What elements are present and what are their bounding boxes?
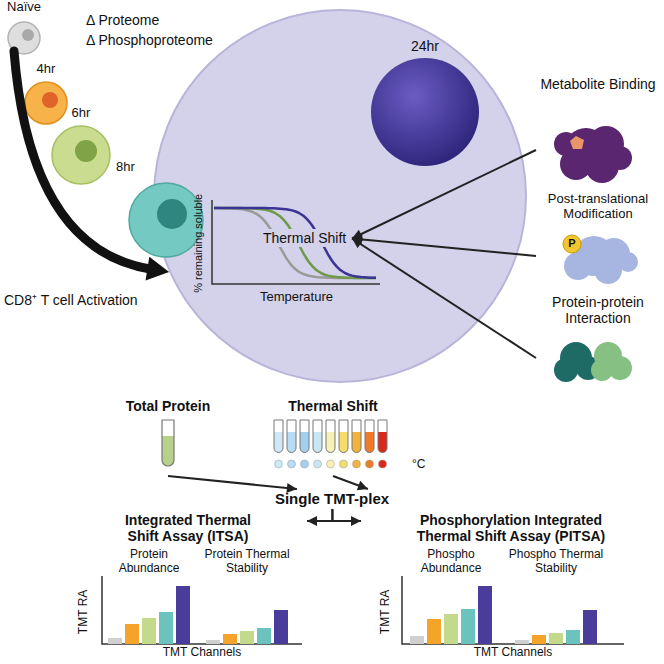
- cell-circle: Naïve: [2, 0, 46, 56]
- node-text: Metabolite Binding: [536, 76, 660, 92]
- node-shape: [258, 418, 408, 474]
- connector-arrow: [352, 234, 536, 256]
- label-text: °C: [412, 458, 425, 472]
- tube-icon: Total Protein: [118, 398, 218, 478]
- node-text: % remaining soluble: [192, 188, 205, 298]
- node-text: Thermal Shift: [258, 398, 408, 414]
- node-text: 6hr: [48, 106, 114, 121]
- connector-arrow: [352, 239, 536, 359]
- node-text: Total Protein: [118, 398, 218, 414]
- connector-arrow: [352, 150, 536, 239]
- node-shape: [152, 8, 528, 384]
- text-box: Single TMT-plex: [275, 490, 390, 508]
- activated-cell-circle: % remaining solubleTemperature 24hrTherma…: [152, 8, 528, 384]
- chart-panel: Phosphorylation Integrated Thermal Shift…: [362, 512, 660, 662]
- node-shape: [370, 38, 480, 168]
- label-text: TMT RA: [379, 582, 393, 642]
- text-box: Thermal Shift: [260, 229, 350, 248]
- chart-panel: Integrated Thermal Shift Assay (ITSA): [70, 512, 306, 662]
- label-text: Phospho Abundance: [406, 548, 496, 576]
- label-text: Δ Proteome: [86, 12, 159, 28]
- node-shape: [536, 226, 660, 286]
- node-text: Thermal Shift: [260, 229, 349, 247]
- protein-icon: Post-translational Modification: [536, 192, 660, 288]
- connector-arrow: [168, 476, 297, 493]
- label-text: Δ Phosphoproteome: [86, 32, 213, 48]
- connector-arrow: [332, 509, 361, 526]
- cell-circle: 4hr: [22, 62, 70, 126]
- node-text: Temperature: [260, 290, 333, 305]
- node-shape: [536, 330, 660, 386]
- label-text: TMT Channels: [102, 646, 302, 660]
- node-text: 4hr: [22, 62, 70, 77]
- label-text: Protein Abundance: [104, 548, 194, 576]
- phospho-mark: P: [565, 237, 579, 250]
- cell-circle: 24hr: [370, 38, 480, 168]
- node-text: Phosphorylation Integrated Thermal Shift…: [391, 512, 631, 544]
- label-text: Phospho Thermal Stability: [496, 548, 616, 576]
- cell-circle: 8hr: [116, 160, 204, 258]
- protein-icon: Protein-protein Interaction: [536, 294, 660, 388]
- label-text: TMT Channels: [402, 646, 624, 660]
- label-text: Protein Thermal Stability: [190, 548, 304, 576]
- protein-icon: Metabolite Binding: [536, 76, 660, 188]
- cell-circle: 6hr: [48, 106, 114, 186]
- tube-rack: Thermal Shift: [258, 398, 408, 478]
- node-shape: [118, 418, 218, 474]
- node-text: Single TMT-plex: [275, 490, 389, 507]
- connector-arrow: [333, 476, 368, 490]
- node-text: 8hr: [116, 160, 148, 175]
- node-text: Post-translational Modification: [536, 192, 660, 222]
- connector-arrow: [307, 509, 332, 526]
- node-shape: [116, 160, 204, 258]
- label-text: CD8⁺ T cell Activation: [4, 292, 138, 308]
- node-shape: [536, 114, 660, 186]
- node-text: Naïve: [2, 0, 46, 15]
- activation-arrow: [14, 51, 169, 280]
- node-text: 24hr: [370, 38, 480, 54]
- node-text: Protein-protein Interaction: [536, 294, 660, 326]
- node-text: Integrated Thermal Shift Assay (ITSA): [108, 512, 268, 544]
- label-text: TMT RA: [77, 582, 91, 642]
